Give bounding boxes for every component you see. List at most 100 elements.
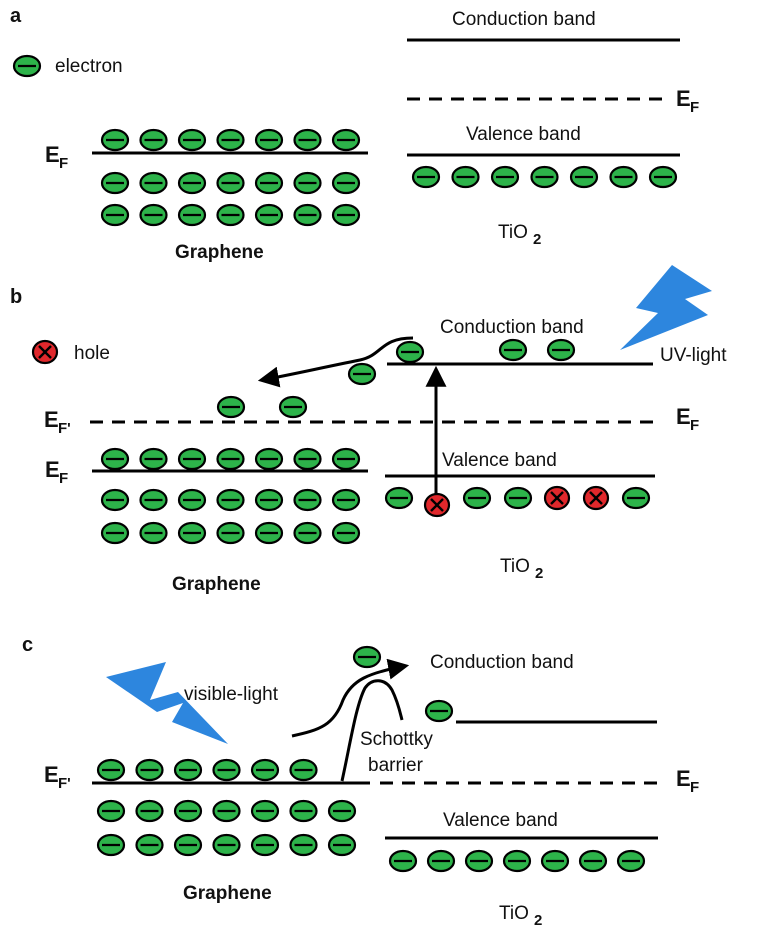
graphene-fermi-label: E F bbox=[45, 142, 68, 172]
electron-icon bbox=[498, 338, 528, 362]
graphene-electron-rows-c bbox=[96, 758, 318, 782]
electron-icon bbox=[100, 203, 130, 227]
legend-hole-label: hole bbox=[74, 343, 110, 364]
electron-icon bbox=[216, 488, 245, 512]
electron-icon bbox=[212, 833, 241, 857]
electron-icon bbox=[212, 799, 241, 823]
electron-icon bbox=[289, 758, 318, 782]
panel-b: b hole UV-light Conduction band E F' E F… bbox=[10, 265, 727, 595]
electron-icon bbox=[254, 447, 284, 471]
electron-icon bbox=[216, 171, 245, 195]
svg-text:F: F bbox=[690, 417, 699, 434]
electron-icon bbox=[327, 799, 357, 823]
electron-icon bbox=[139, 128, 168, 152]
uv-light-bolt bbox=[620, 265, 712, 350]
electron-icon bbox=[347, 362, 377, 386]
electron-icon bbox=[331, 488, 361, 512]
svg-text:E: E bbox=[44, 407, 59, 432]
electron-icon bbox=[96, 758, 126, 782]
electron-icon bbox=[254, 488, 284, 512]
electron-icon bbox=[331, 447, 361, 471]
electron-icon bbox=[254, 203, 284, 227]
visible-light-label: visible-light bbox=[184, 684, 279, 705]
visible-light-bolt bbox=[106, 662, 228, 744]
svg-text:F: F bbox=[690, 779, 699, 796]
electron-icon bbox=[250, 833, 280, 857]
svg-text:F: F bbox=[59, 470, 68, 487]
schottky-barrier-label-line1: Schottky bbox=[360, 729, 433, 750]
electron-icon bbox=[293, 521, 322, 545]
electron-icon bbox=[578, 849, 608, 873]
svg-text:E: E bbox=[676, 404, 691, 429]
graphene-electron-rows-c2 bbox=[96, 799, 357, 857]
electron-icon bbox=[424, 699, 454, 723]
tio2-label-c: TiO 2 bbox=[499, 903, 542, 929]
schottky-barrier-label-line2: barrier bbox=[368, 755, 424, 776]
electron-icon bbox=[100, 521, 130, 545]
electron-transfer-arrow bbox=[257, 336, 414, 388]
electron-icon bbox=[216, 521, 245, 545]
svg-text:F: F bbox=[690, 99, 699, 116]
electron-icon bbox=[177, 521, 207, 545]
electron-icon bbox=[331, 171, 361, 195]
svg-text:E: E bbox=[45, 457, 60, 482]
electron-icon bbox=[331, 521, 361, 545]
electron-icon bbox=[216, 128, 245, 152]
electron-icon bbox=[451, 165, 480, 189]
electron-icon bbox=[177, 171, 207, 195]
electron-icon bbox=[327, 833, 357, 857]
electron-icon bbox=[464, 849, 494, 873]
electron-icon bbox=[293, 447, 322, 471]
electron-icon bbox=[530, 165, 559, 189]
graphene-label-c: Graphene bbox=[183, 883, 272, 904]
tio2-holes-b bbox=[423, 485, 610, 518]
electron-icon bbox=[216, 447, 245, 471]
legend-electron-label: electron bbox=[55, 56, 123, 77]
svg-text:TiO: TiO bbox=[499, 903, 529, 924]
electron-icon bbox=[293, 203, 322, 227]
electron-icon bbox=[616, 849, 646, 873]
panel-c-letter: c bbox=[22, 634, 33, 656]
uv-light-label: UV-light bbox=[660, 345, 727, 366]
electron-icon bbox=[250, 758, 280, 782]
svg-text:TiO: TiO bbox=[500, 556, 530, 577]
electron-icon bbox=[12, 54, 42, 78]
electron-path-arrow bbox=[291, 658, 410, 738]
electron-icon bbox=[173, 799, 203, 823]
tio2-valence-electrons-a bbox=[411, 165, 678, 189]
electron-icon bbox=[648, 165, 678, 189]
electron-icon bbox=[96, 799, 126, 823]
tio2-fermi-label-b: E F bbox=[676, 404, 699, 434]
electron-icon bbox=[96, 833, 126, 857]
tio2-fermi-label: E F bbox=[676, 86, 699, 116]
electron-icon bbox=[331, 128, 361, 152]
electron-icon bbox=[388, 849, 418, 873]
schottky-barrier-curve bbox=[340, 679, 404, 782]
electron-icon bbox=[177, 447, 207, 471]
svg-text:F: F bbox=[59, 155, 68, 172]
electron-icon bbox=[462, 486, 492, 510]
electron-icon bbox=[278, 395, 308, 419]
tio2-label-b: TiO 2 bbox=[500, 556, 543, 582]
electron-icon bbox=[293, 171, 322, 195]
electron-icon bbox=[503, 486, 533, 510]
electron-icon bbox=[212, 758, 241, 782]
tio2-valence-band-label: Valence band bbox=[466, 124, 581, 145]
legend-electron-icon bbox=[12, 54, 42, 78]
electron-icon bbox=[426, 849, 456, 873]
electron-icon bbox=[177, 203, 207, 227]
hole-icon bbox=[423, 492, 451, 518]
tio2-fermi-label-c: E F bbox=[676, 766, 699, 796]
electron-icon bbox=[540, 849, 570, 873]
electron-icon bbox=[621, 486, 651, 510]
panel-a: a electron Conduction band E F Valence b… bbox=[10, 5, 699, 263]
tio2-valence-band-label-b: Valence band bbox=[442, 450, 557, 471]
crossing-electron-c bbox=[352, 645, 454, 723]
electron-icon bbox=[546, 338, 576, 362]
electron-icon bbox=[173, 758, 203, 782]
electron-icon bbox=[502, 849, 532, 873]
graphene-label-b: Graphene bbox=[172, 574, 261, 595]
electron-icon bbox=[139, 203, 168, 227]
electron-icon bbox=[216, 395, 246, 419]
